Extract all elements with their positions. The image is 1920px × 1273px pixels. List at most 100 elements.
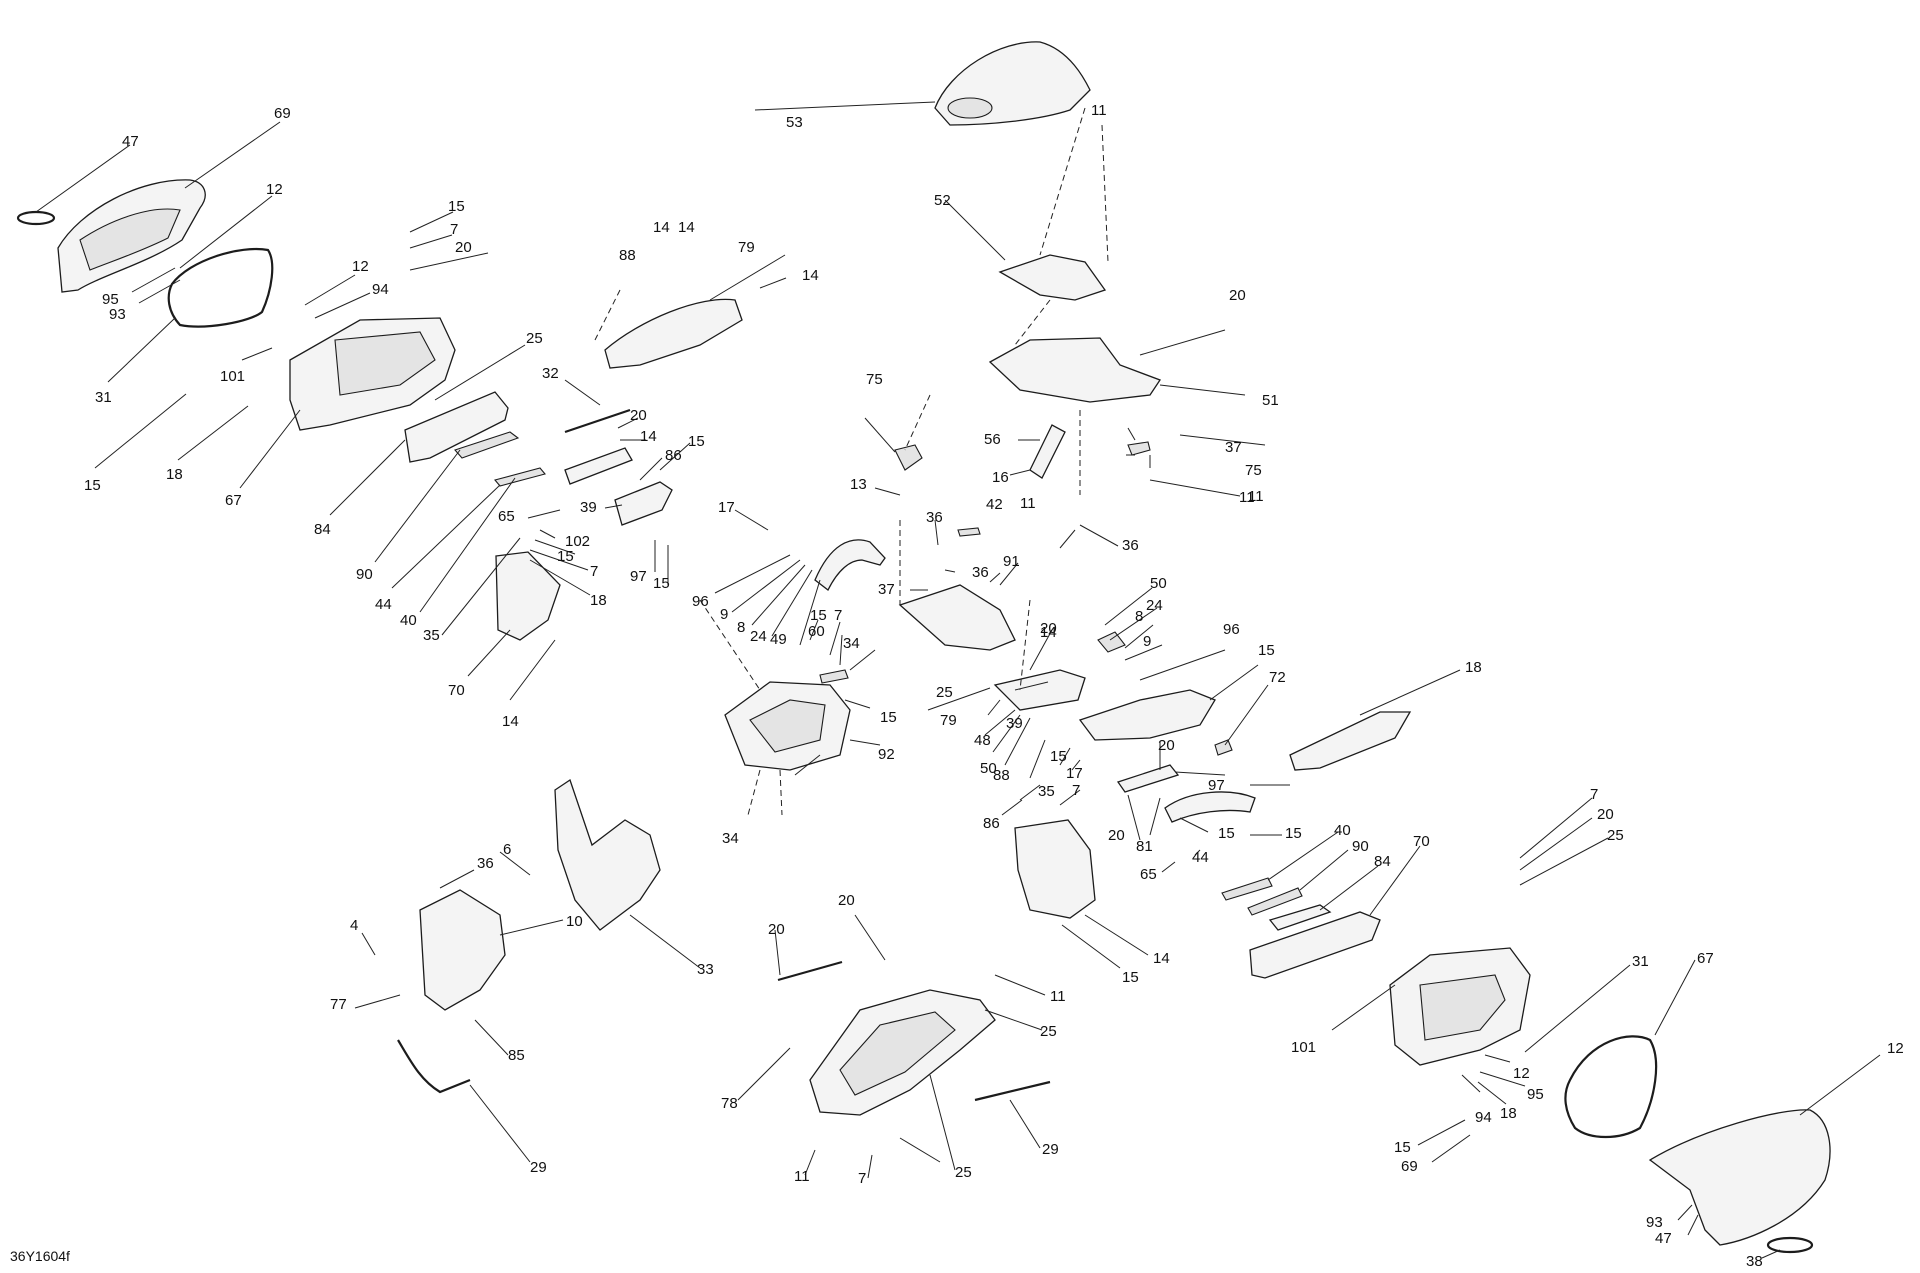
callout-label: 25 bbox=[1040, 1023, 1057, 1040]
callout-label: 20 bbox=[630, 407, 647, 424]
callout-label: 93 bbox=[109, 306, 126, 323]
callout-label: 96 bbox=[692, 593, 709, 610]
callout-label: 101 bbox=[220, 368, 245, 385]
part-strip-44-left bbox=[494, 467, 546, 487]
callout-label: 11 bbox=[794, 1168, 810, 1185]
callout-label: 20 bbox=[1108, 827, 1125, 844]
part-bracket-51 bbox=[988, 337, 1161, 403]
part-strip-90-left bbox=[454, 431, 520, 459]
part-strip-29-right bbox=[974, 1080, 1051, 1102]
part-plate-48 bbox=[1289, 711, 1412, 771]
part-seal-right bbox=[1766, 1236, 1814, 1254]
callout-label: 90 bbox=[1352, 838, 1369, 855]
callout-label: 25 bbox=[936, 684, 953, 701]
part-bracket-65-left bbox=[564, 447, 633, 485]
part-lid-right bbox=[1648, 1109, 1831, 1246]
part-handle-49 bbox=[814, 539, 886, 591]
callout-label: 18 bbox=[1465, 659, 1482, 676]
callout-label: 69 bbox=[274, 105, 291, 122]
callout-label: 50 bbox=[1150, 575, 1167, 592]
callout-label: 24 bbox=[750, 628, 767, 645]
callout-labels: 47 69 12 95 93 31 15 7 20 12 94 101 15 1… bbox=[84, 102, 1904, 1270]
callout-label: 36 bbox=[477, 855, 494, 872]
callout-label: 15 bbox=[1218, 825, 1235, 842]
part-trim-84-left bbox=[404, 391, 509, 463]
callout-label: 84 bbox=[314, 521, 331, 538]
callout-label: 20 bbox=[1158, 737, 1175, 754]
part-fairing-85 bbox=[554, 778, 661, 931]
callout-label: 15 bbox=[1050, 748, 1067, 765]
callout-label: 67 bbox=[225, 492, 242, 509]
callout-label: 4 bbox=[350, 917, 358, 934]
part-clip-72 bbox=[1097, 631, 1126, 653]
callout-label: 70 bbox=[448, 682, 465, 699]
callout-label: 60 bbox=[808, 623, 825, 640]
callout-label: 101 bbox=[1291, 1039, 1316, 1056]
callout-label: 12 bbox=[1887, 1040, 1904, 1057]
callout-label: 44 bbox=[375, 596, 392, 613]
callout-label: 14 bbox=[678, 219, 695, 236]
callout-label: 47 bbox=[1655, 1230, 1672, 1247]
callout-label: 17 bbox=[1066, 765, 1083, 782]
part-strip-44-right bbox=[1221, 877, 1273, 901]
part-gasket-left bbox=[167, 248, 274, 328]
callout-label: 94 bbox=[1475, 1109, 1492, 1126]
part-plate-75-right bbox=[1127, 441, 1151, 456]
callout-label: 56 bbox=[984, 431, 1001, 448]
callout-label: 69 bbox=[1401, 1158, 1418, 1175]
callout-label: 15 bbox=[653, 575, 670, 592]
callout-label: 11 bbox=[1239, 489, 1255, 506]
callout-label: 18 bbox=[166, 466, 183, 483]
callout-label: 75 bbox=[866, 371, 883, 388]
callout-label: 52 bbox=[934, 192, 951, 209]
callout-label: 15 bbox=[880, 709, 897, 726]
callout-label: 72 bbox=[1269, 669, 1286, 686]
callout-label: 11 bbox=[1020, 495, 1036, 512]
callout-label: 14 bbox=[802, 267, 819, 284]
callout-label: 14 bbox=[502, 713, 519, 730]
callout-label: 29 bbox=[1042, 1141, 1059, 1158]
callout-label: 77 bbox=[330, 996, 347, 1013]
part-strip-42 bbox=[957, 527, 981, 537]
callout-label: 70 bbox=[1413, 833, 1430, 850]
callout-label: 9 bbox=[1143, 633, 1151, 650]
callout-label: 9 bbox=[720, 606, 728, 623]
callout-label: 20 bbox=[768, 921, 785, 938]
part-strip-40-right bbox=[1247, 887, 1303, 916]
callout-label: 12 bbox=[1513, 1065, 1530, 1082]
callout-label: 31 bbox=[1632, 953, 1649, 970]
callout-label: 65 bbox=[498, 508, 515, 525]
callout-label: 37 bbox=[1225, 439, 1242, 456]
callout-label: 8 bbox=[1135, 608, 1143, 625]
callout-label: 32 bbox=[542, 365, 559, 382]
callout-label: 65 bbox=[1140, 866, 1157, 883]
callout-label: 50 bbox=[980, 760, 997, 777]
callout-label: 36 bbox=[926, 509, 943, 526]
part-seal-left bbox=[16, 210, 56, 226]
part-rod-32 bbox=[564, 408, 631, 434]
callout-label: 15 bbox=[688, 433, 705, 450]
callout-label: 42 bbox=[986, 496, 1003, 513]
callout-label: 97 bbox=[1208, 777, 1225, 794]
callout-label: 91 bbox=[1003, 553, 1020, 570]
callout-label: 7 bbox=[590, 563, 598, 580]
callout-label: 35 bbox=[1038, 783, 1055, 800]
callout-label: 20 bbox=[455, 239, 472, 256]
callout-label: 7 bbox=[1072, 782, 1080, 799]
part-clip-39-right bbox=[1214, 739, 1233, 756]
callout-label: 15 bbox=[1285, 825, 1302, 842]
callout-label: 15 bbox=[84, 477, 101, 494]
callout-label: 81 bbox=[1136, 838, 1153, 855]
part-gasket-right bbox=[1564, 1035, 1658, 1138]
part-latch-81 bbox=[1164, 791, 1256, 823]
callout-label: 10 bbox=[566, 913, 583, 930]
callout-label: 93 bbox=[1646, 1214, 1663, 1231]
part-strip-29-left bbox=[777, 960, 843, 982]
callout-label: 53 bbox=[786, 114, 803, 131]
callout-label: 11 bbox=[1248, 488, 1264, 505]
callout-label: 86 bbox=[983, 815, 1000, 832]
part-hinge-86-left bbox=[614, 481, 673, 526]
callout-label: 75 bbox=[1245, 462, 1262, 479]
callout-label: 24 bbox=[1146, 597, 1163, 614]
callout-label: 18 bbox=[1500, 1105, 1517, 1122]
